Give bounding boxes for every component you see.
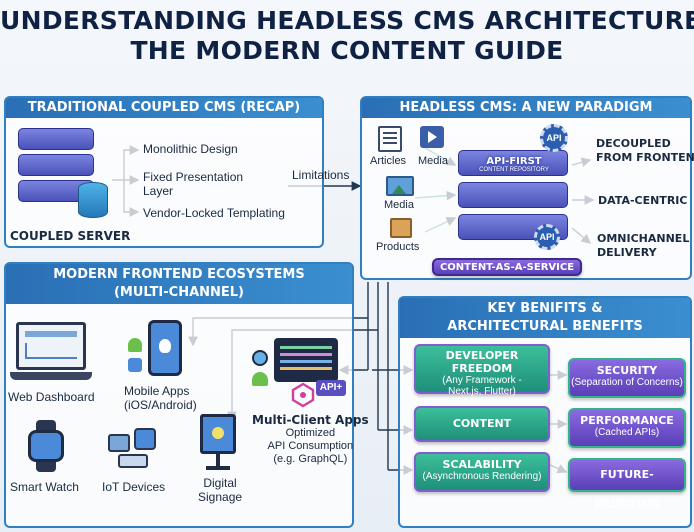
articles-icon xyxy=(378,126,402,152)
title-line-1: UNDERSTANDING HEADLESS CMS ARCHITECTURE: xyxy=(0,6,694,35)
laptop-icon xyxy=(10,322,92,384)
device-iot: IoT Devices xyxy=(102,480,166,494)
source-media-1: Media xyxy=(418,155,448,167)
api-first-badge: API-FIRST CONTENT REPOSITORY xyxy=(479,156,549,173)
headless-server-icon xyxy=(458,140,570,258)
output-omnichannel: OMNICHANNEL DELIVERY xyxy=(597,232,690,259)
device-web-dashboard: Web Dashboard xyxy=(8,390,95,404)
device-mobile: Mobile Apps (iOS/Android) xyxy=(124,384,197,412)
smart-watch-icon xyxy=(26,420,66,472)
output-decoupled: DECOUPLED FROM FRONTEND xyxy=(596,137,694,164)
iot-devices-icon xyxy=(108,428,160,470)
benefit-scalability: SCALABILITY (Asynchronous Rendering) xyxy=(414,452,550,492)
digital-signage-icon xyxy=(198,414,238,472)
trad-item-fixed-presentation: Fixed Presentation xyxy=(143,170,244,184)
source-articles: Articles xyxy=(370,155,407,167)
image-icon xyxy=(386,176,414,196)
frontend-ecosystems-header: MODERN FRONTEND ECOSYSTEMS (MULTI-CHANNE… xyxy=(6,264,352,304)
device-signage: Digital Signage xyxy=(198,476,243,504)
multi-client-apps: Multi-Client Apps Optimized API Consumpt… xyxy=(252,413,369,466)
browser-icon xyxy=(252,350,268,366)
android-small-icon xyxy=(252,372,268,386)
benefit-developer-freedom: DEVELOPER FREEDOM (Any Framework - Next.… xyxy=(414,344,550,397)
benefits-header: KEY BENIFITS & ARCHITECTURAL BENEFITS xyxy=(400,298,690,338)
api-plus-badge: API+ xyxy=(316,380,346,396)
page-title: UNDERSTANDING HEADLESS CMS ARCHITECTURE:… xyxy=(0,6,694,66)
limitations-label: Limitations xyxy=(292,168,350,182)
traditional-cms-header: TRADITIONAL COUPLED CMS (RECAP) xyxy=(6,98,322,118)
benefit-security: SECURITY (Separation of Concerns) xyxy=(568,358,686,398)
headless-cms-header: HEADLESS CMS: A NEW PARADIGM xyxy=(362,98,690,118)
frontend-ecosystems-panel: MODERN FRONTEND ECOSYSTEMS (MULTI-CHANNE… xyxy=(4,262,354,528)
benefit-performance: PERFORMANCE (Cached APIs) xyxy=(568,408,686,448)
code-window-icon xyxy=(274,338,338,382)
trad-item-vendor-locked: Vendor-Locked Templating xyxy=(143,206,285,220)
coupled-server-label: COUPLED SERVER xyxy=(10,229,131,243)
app-store-icon xyxy=(128,358,142,372)
android-icon xyxy=(128,338,142,352)
trad-item-monolithic: Monolithic Design xyxy=(143,142,238,156)
trad-item-layer: Layer xyxy=(143,184,174,198)
content-as-a-service-badge: CONTENT-AS-A-SERVICE xyxy=(432,258,582,276)
benefit-content-flexibility: CONTENT FLEXIBILITY xyxy=(414,406,550,462)
device-smart-watch: Smart Watch xyxy=(10,480,79,494)
benefit-future-proofing: FUTURE-PROOFING xyxy=(568,458,686,511)
api-gear-icon-bottom: API xyxy=(534,224,560,250)
source-media-2: Media xyxy=(384,199,414,211)
source-products: Products xyxy=(376,241,420,253)
title-line-2: THE MODERN CONTENT GUIDE xyxy=(130,36,564,65)
products-box-icon xyxy=(390,218,412,238)
output-data-centric: DATA-CENTRIC xyxy=(598,194,688,207)
graphql-icon xyxy=(290,382,316,408)
api-gear-icon-top: API xyxy=(540,124,568,152)
mobile-phone-icon xyxy=(148,320,182,376)
coupled-server-icon xyxy=(16,128,112,224)
media-play-icon xyxy=(420,126,444,148)
